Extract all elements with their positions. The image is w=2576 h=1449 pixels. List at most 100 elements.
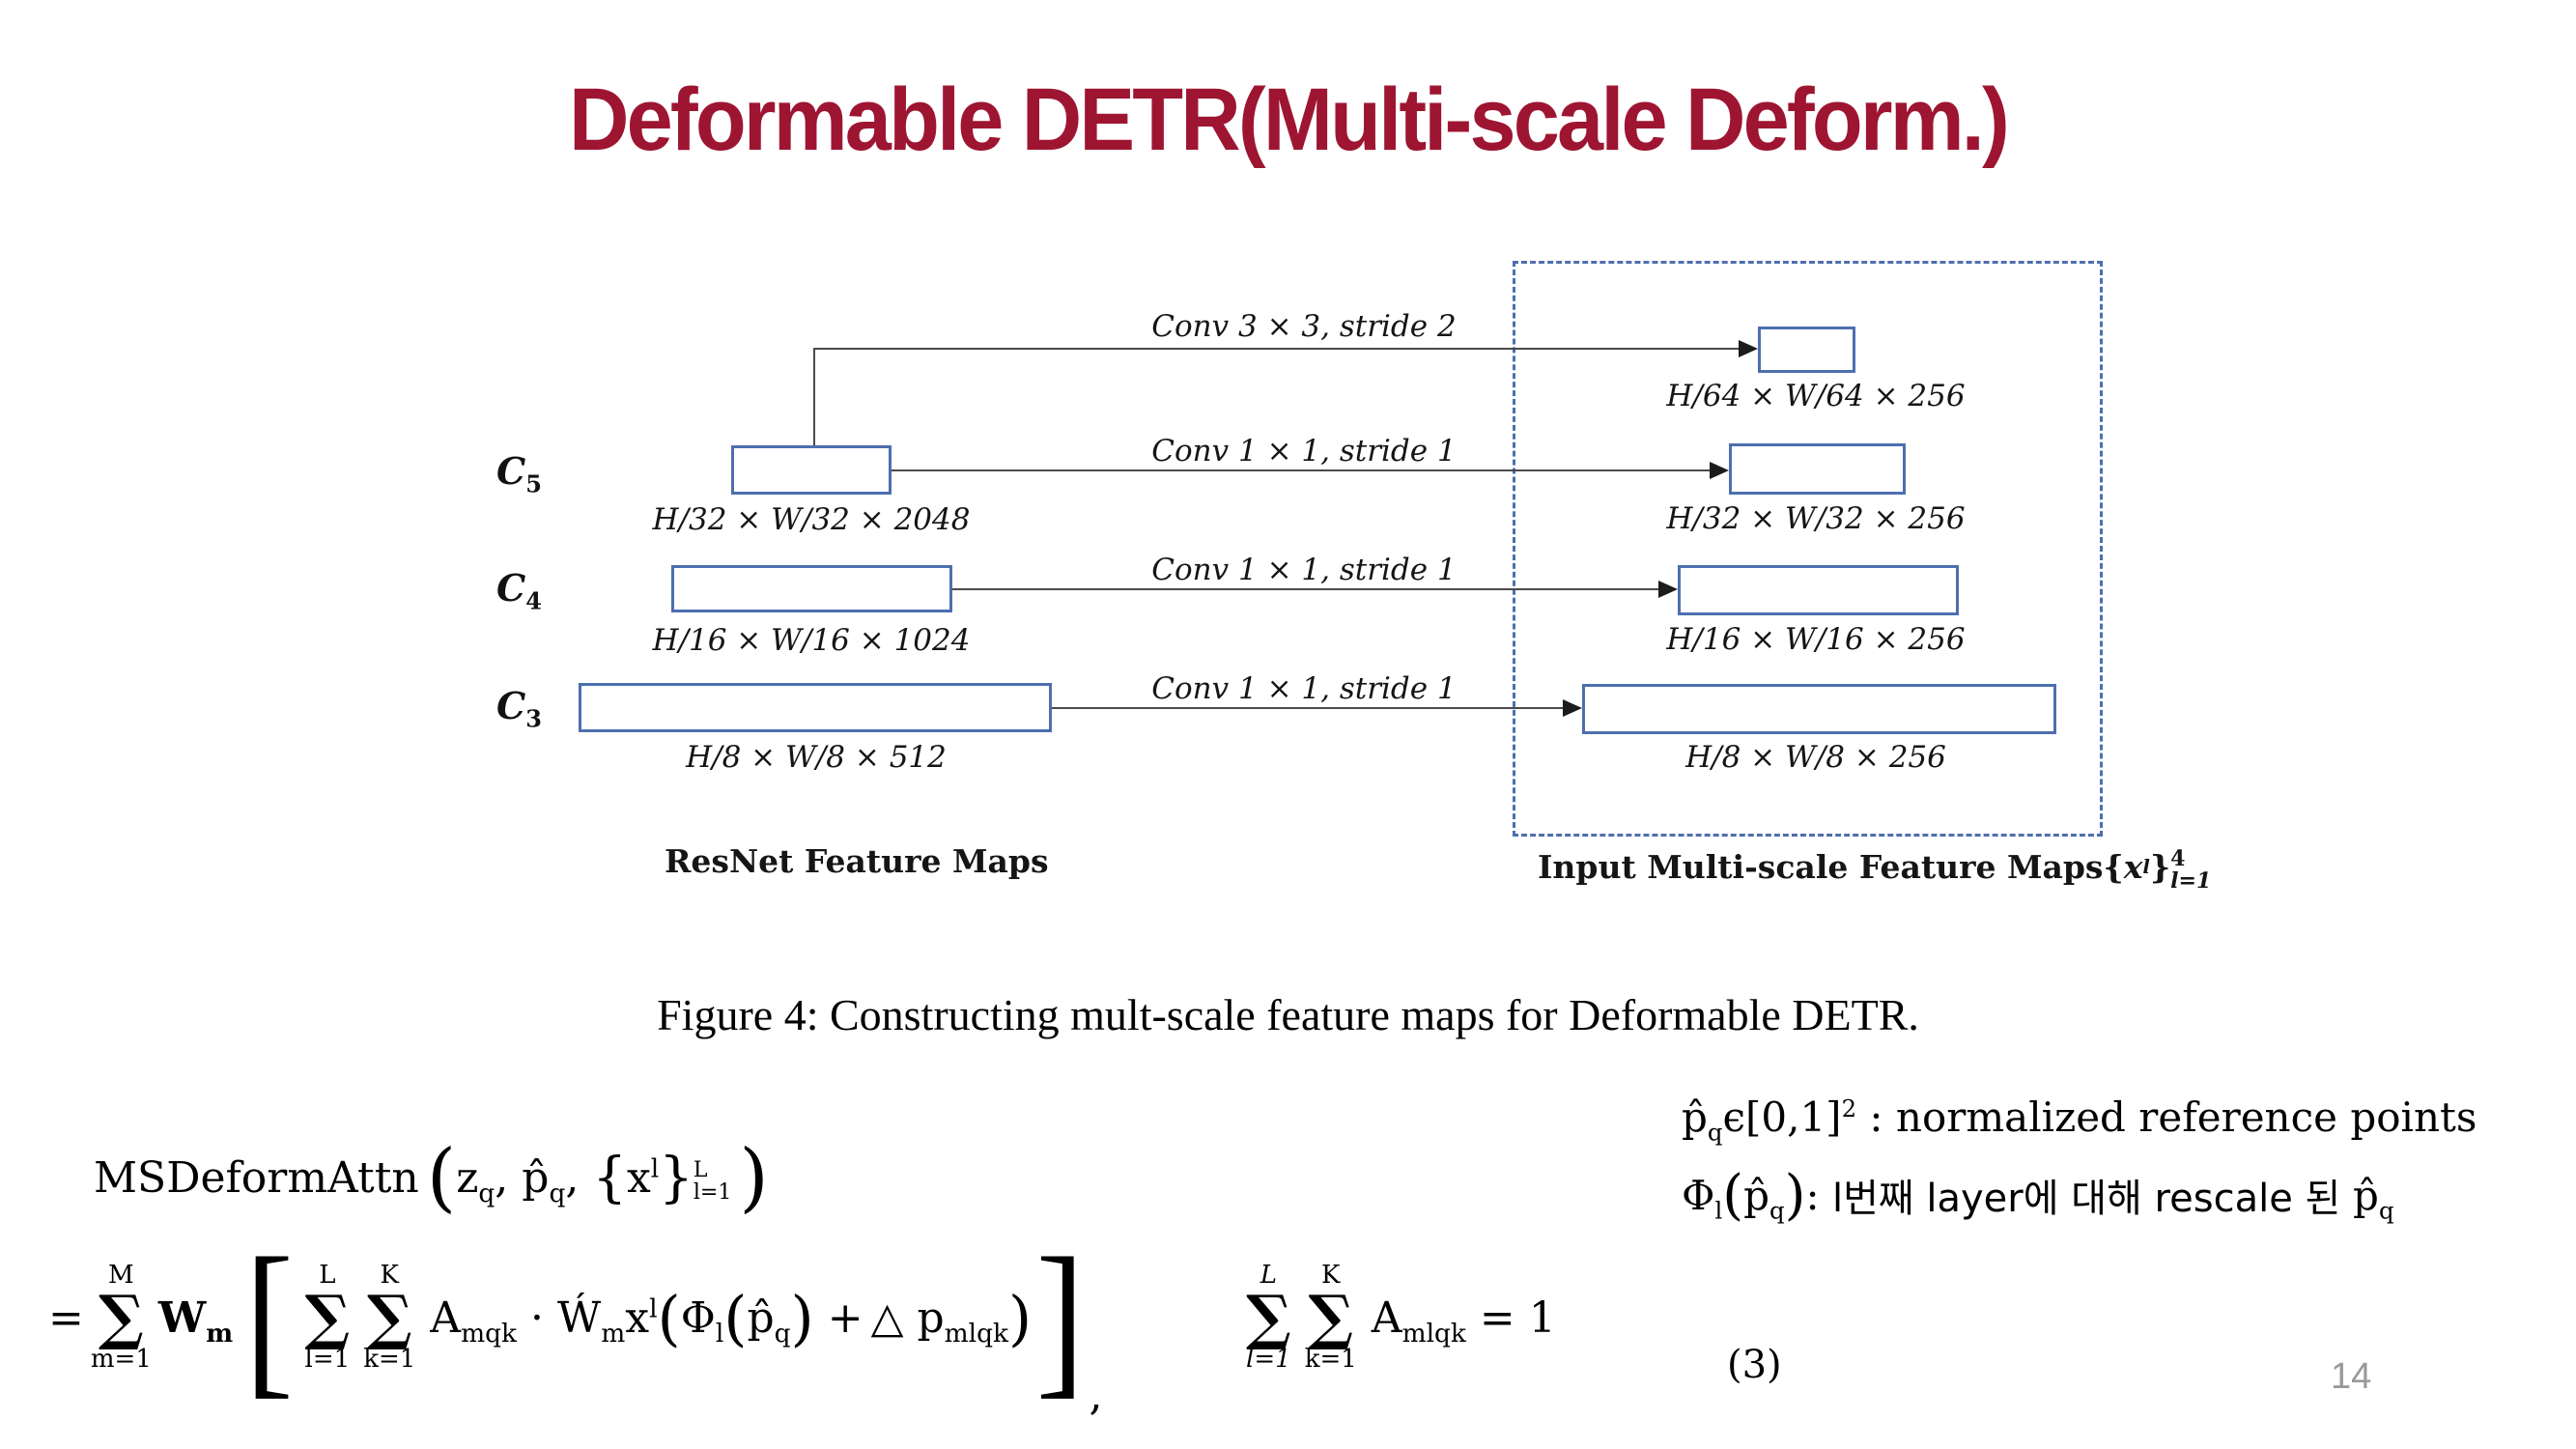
eq2-p-sub: mlqk [944,1318,1008,1349]
note2-phat-sub: q [1769,1195,1785,1224]
eq2-phat: p̂ [747,1293,775,1343]
c4-arrow-line [952,588,1658,590]
eq1-comma1: , [495,1152,523,1203]
eq1-phat: p̂ [522,1152,550,1203]
eq1-close-brace: } [659,1146,694,1209]
eq1-comma2: , [565,1152,593,1203]
note2-close-paren: ) [1784,1163,1806,1227]
eq2-plus: + [827,1293,863,1343]
constraint-A: A [1371,1293,1402,1343]
constraint-sum-l: L ∑ l=1 [1246,1262,1291,1374]
slide-title: Deformable DETR(Multi-scale Deform.) [569,71,2010,169]
note1-phat-sub: q [1707,1117,1723,1146]
c3-feature-box [579,683,1052,732]
h32-dim-label: H/32 × W/32 × 256 [1666,501,1966,536]
c3-dim-label: H/8 × W/8 × 512 [686,740,947,775]
eq1-limit-top: L [693,1157,708,1182]
eq2-sum-l: L ∑ l=1 [305,1262,351,1374]
c5-arrowhead-icon [1710,462,1729,479]
equation-line2: = M ∑ m=1 Wm [ L ∑ l=1 K ∑ k=1 Amqk · Ẃm… [48,1215,1103,1421]
constraint-sum-l-sigma: ∑ [1246,1281,1291,1352]
c5-label: C5 [496,449,542,496]
note-line2: Φl ( p̂q ) : l번째 layer에 대해 rescale 된 p̂q [1682,1153,2394,1236]
constraint-sum-k-bottom: k=1 [1304,1345,1357,1375]
conv1x1-label-2: Conv 1 × 1, stride 1 [1151,553,1457,587]
resnet-group-label: ResNet Feature Maps [665,842,1049,880]
constraint-sum-k-top: K [1321,1260,1341,1290]
c5-up-connector-line [813,349,815,445]
eq2-sum-l-top: L [319,1260,336,1290]
eq2-A-sub: mqk [461,1318,517,1349]
eq2-equals: = [48,1293,84,1343]
input-group-label-sup: 4 [2170,846,2186,871]
eq2-x: x [625,1293,650,1343]
note2-phi-sub: l [1714,1195,1723,1224]
eq2-sum-m-sigma: ∑ [99,1281,144,1352]
c3-label-base: C [496,684,526,727]
eq1-z: z [456,1152,479,1203]
eq2-x-sup: l [649,1293,658,1323]
constraint-sum-l-bottom: l=1 [1246,1345,1291,1375]
conv3x3-arrowhead-icon [1739,340,1758,357]
c5-label-base: C [496,449,526,493]
c4-label: C4 [496,566,542,612]
eq2-sum-m-top: M [108,1260,134,1290]
input-group-label-x: x [2123,847,2143,886]
note1-phat: p̂ [1682,1093,1708,1141]
eq2-sum-l-sigma: ∑ [304,1281,351,1352]
eq2-triangle: △ [870,1293,904,1343]
eq1-phat-sub: q [549,1178,566,1208]
c5-dim-label: H/32 × W/32 × 2048 [652,502,971,537]
input-group-label-brace: } [2149,847,2171,886]
eq2-p: p [903,1293,945,1343]
eq2-sum-k-sigma: ∑ [366,1281,412,1352]
equation-constraint: L ∑ l=1 K ∑ k=1 Amlqk = 1 [1239,1215,1556,1420]
note1-sup: 2 [1841,1094,1857,1122]
constraint-equals-one: = 1 [1465,1293,1556,1343]
eq1-function-name: MSDeformAttn [94,1152,419,1203]
page-number: 14 [2331,1356,2372,1397]
multiscale-dashed-box [1513,261,2103,837]
eq2-sum-l-bottom: l=1 [304,1345,351,1375]
eq2-Wprime: Ẃ [556,1293,602,1343]
eq2-inner-open-paren: ( [723,1282,748,1353]
h32-feature-box [1729,443,1906,495]
constraint-sum-k: K ∑ k=1 [1305,1262,1357,1374]
eq1-close-paren: ) [739,1134,769,1221]
c3-label-sub: 3 [525,704,542,733]
eq2-sum-k-bottom: k=1 [363,1345,416,1375]
note2-phat2-sub: q [2378,1195,2394,1224]
c4-feature-box [671,565,952,612]
eq2-open-paren: ( [657,1282,681,1353]
note1-text: : normalized reference points [1856,1093,2477,1141]
eq2-W: W [157,1293,207,1343]
note2-open-paren: ( [1722,1163,1744,1227]
eq2-A: A [430,1293,462,1343]
c4-label-base: C [496,566,526,610]
h16-dim-label: H/16 × W/16 × 256 [1666,622,1966,657]
eq1-x-sup: l [650,1152,660,1183]
constraint-sum-k-sigma: ∑ [1308,1281,1354,1352]
note2-phat: p̂ [1743,1171,1769,1219]
eq2-dot: · [529,1293,544,1343]
eq2-comma: , [1089,1371,1103,1420]
note2-phat2: p̂ [2353,1171,2379,1219]
eq2-sum-k: K ∑ k=1 [363,1262,415,1374]
eq2-close-bracket: ] [1035,1221,1086,1413]
equation-number: (3) [1727,1343,1782,1387]
c5-label-sub: 5 [525,469,542,498]
c4-label-sub: 4 [525,586,542,615]
c3-arrowhead-icon [1563,699,1582,717]
c5-arrow-line [892,469,1710,471]
eq2-close-paren: ) [1007,1282,1033,1353]
c3-label: C3 [496,684,542,730]
note-line1: p̂q ϵ[0,1]2 : normalized reference point… [1682,1080,2477,1153]
eq1-open-paren: ( [426,1134,457,1221]
eq2-sum-m-bottom: m=1 [90,1345,152,1375]
note1-interval: ϵ[0,1] [1722,1093,1842,1141]
conv3x3-arrow-line [813,348,1739,350]
